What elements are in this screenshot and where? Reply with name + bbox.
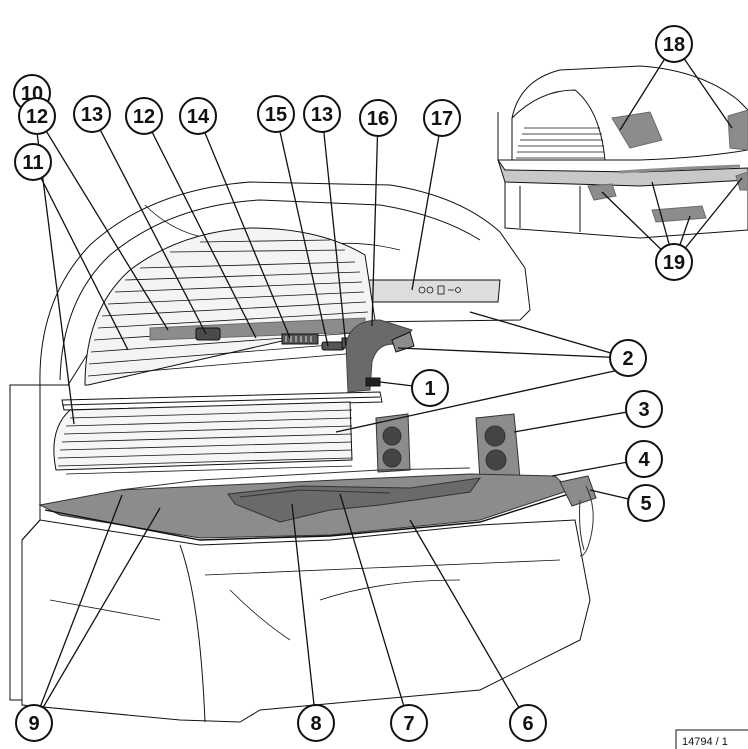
inset-vent-upper-1	[611, 111, 663, 149]
callout-number: 19	[663, 252, 685, 274]
callout-number: 18	[663, 34, 685, 56]
callout-number: 16	[367, 108, 389, 130]
figure-reference-text: 14794 / 1	[682, 736, 728, 748]
callout-8: 8	[297, 704, 335, 742]
callout-circle	[297, 704, 335, 742]
callout-circle	[179, 97, 217, 135]
inset-vent-lower-2	[651, 205, 707, 223]
callout-1: 1	[411, 369, 449, 407]
callout-number: 11	[22, 152, 43, 174]
callout-circle	[390, 704, 428, 742]
callout-number: 3	[638, 399, 649, 421]
bench-tubes	[57, 409, 353, 475]
callout-circle	[14, 143, 52, 181]
callout-12: 12	[18, 97, 56, 135]
callout-number: 5	[640, 493, 651, 515]
callout-17: 17	[423, 99, 461, 137]
callout-19: 19	[655, 243, 693, 281]
side-control-unit	[559, 475, 597, 557]
callout-number: 14	[187, 106, 210, 128]
callout-number: 2	[622, 348, 633, 370]
canopy-display	[281, 333, 319, 345]
callout-circle	[655, 243, 693, 281]
callout-4: 4	[625, 440, 663, 478]
main-open-unit	[9, 181, 597, 723]
callout-18: 18	[655, 25, 693, 63]
callout-number: 12	[133, 106, 155, 128]
inset-vent-lower-3	[735, 171, 748, 191]
callout-number: 1	[424, 378, 435, 400]
speaker-right	[475, 413, 521, 481]
canopy-buttons	[321, 341, 345, 351]
callout-16: 16	[359, 99, 397, 137]
callout-number: 15	[265, 104, 287, 126]
callout-number: 9	[28, 713, 39, 735]
callout-circle	[509, 704, 547, 742]
speaker-left	[375, 413, 411, 473]
callout-2: 2	[609, 339, 647, 377]
callout-11: 11	[14, 143, 52, 181]
callout-5: 5	[627, 484, 665, 522]
callout-circle	[423, 99, 461, 137]
callout-14: 14	[179, 97, 217, 135]
callout-circle	[15, 704, 53, 742]
callout-circle	[627, 484, 665, 522]
callout-number: 17	[431, 108, 453, 130]
callout-circle	[655, 25, 693, 63]
callout-13: 13	[303, 95, 341, 133]
callout-13: 13	[73, 95, 111, 133]
callout-9: 9	[15, 704, 53, 742]
callout-number: 13	[311, 104, 333, 126]
callout-circle	[609, 339, 647, 377]
callout-number: 8	[310, 713, 321, 735]
callout-circle	[73, 95, 111, 133]
callout-number: 4	[638, 449, 650, 471]
control-panel-symbols	[418, 285, 461, 295]
canopy-fan-grille	[195, 327, 221, 341]
callout-circle	[625, 390, 663, 428]
left-column	[9, 384, 41, 701]
callout-number: 12	[26, 106, 48, 128]
callout-circle	[303, 95, 341, 133]
base	[21, 519, 591, 723]
callout-circle	[625, 440, 663, 478]
callout-number: 13	[81, 104, 103, 126]
callout-circle	[257, 95, 295, 133]
leader-lines	[31, 43, 743, 724]
callout-number: 7	[403, 713, 414, 735]
bench-inner	[53, 401, 353, 471]
callout-3: 3	[625, 390, 663, 428]
callout-6: 6	[509, 704, 547, 742]
body-pad	[227, 477, 482, 523]
canopy-control-panel	[359, 279, 501, 303]
callout-circle	[359, 99, 397, 137]
shoulder-tanner-switch	[365, 377, 381, 387]
callout-number: 6	[522, 713, 533, 735]
figure-reference: 14794 / 1	[675, 729, 748, 749]
callout-12: 12	[125, 97, 163, 135]
callout-circle	[125, 97, 163, 135]
callout-circle	[411, 369, 449, 407]
callout-15: 15	[257, 95, 295, 133]
inset-vent-upper-2	[727, 109, 748, 151]
callout-7: 7	[390, 704, 428, 742]
inset-closed-unit	[497, 65, 748, 239]
inset-tubes	[516, 127, 604, 159]
callout-circle	[18, 97, 56, 135]
